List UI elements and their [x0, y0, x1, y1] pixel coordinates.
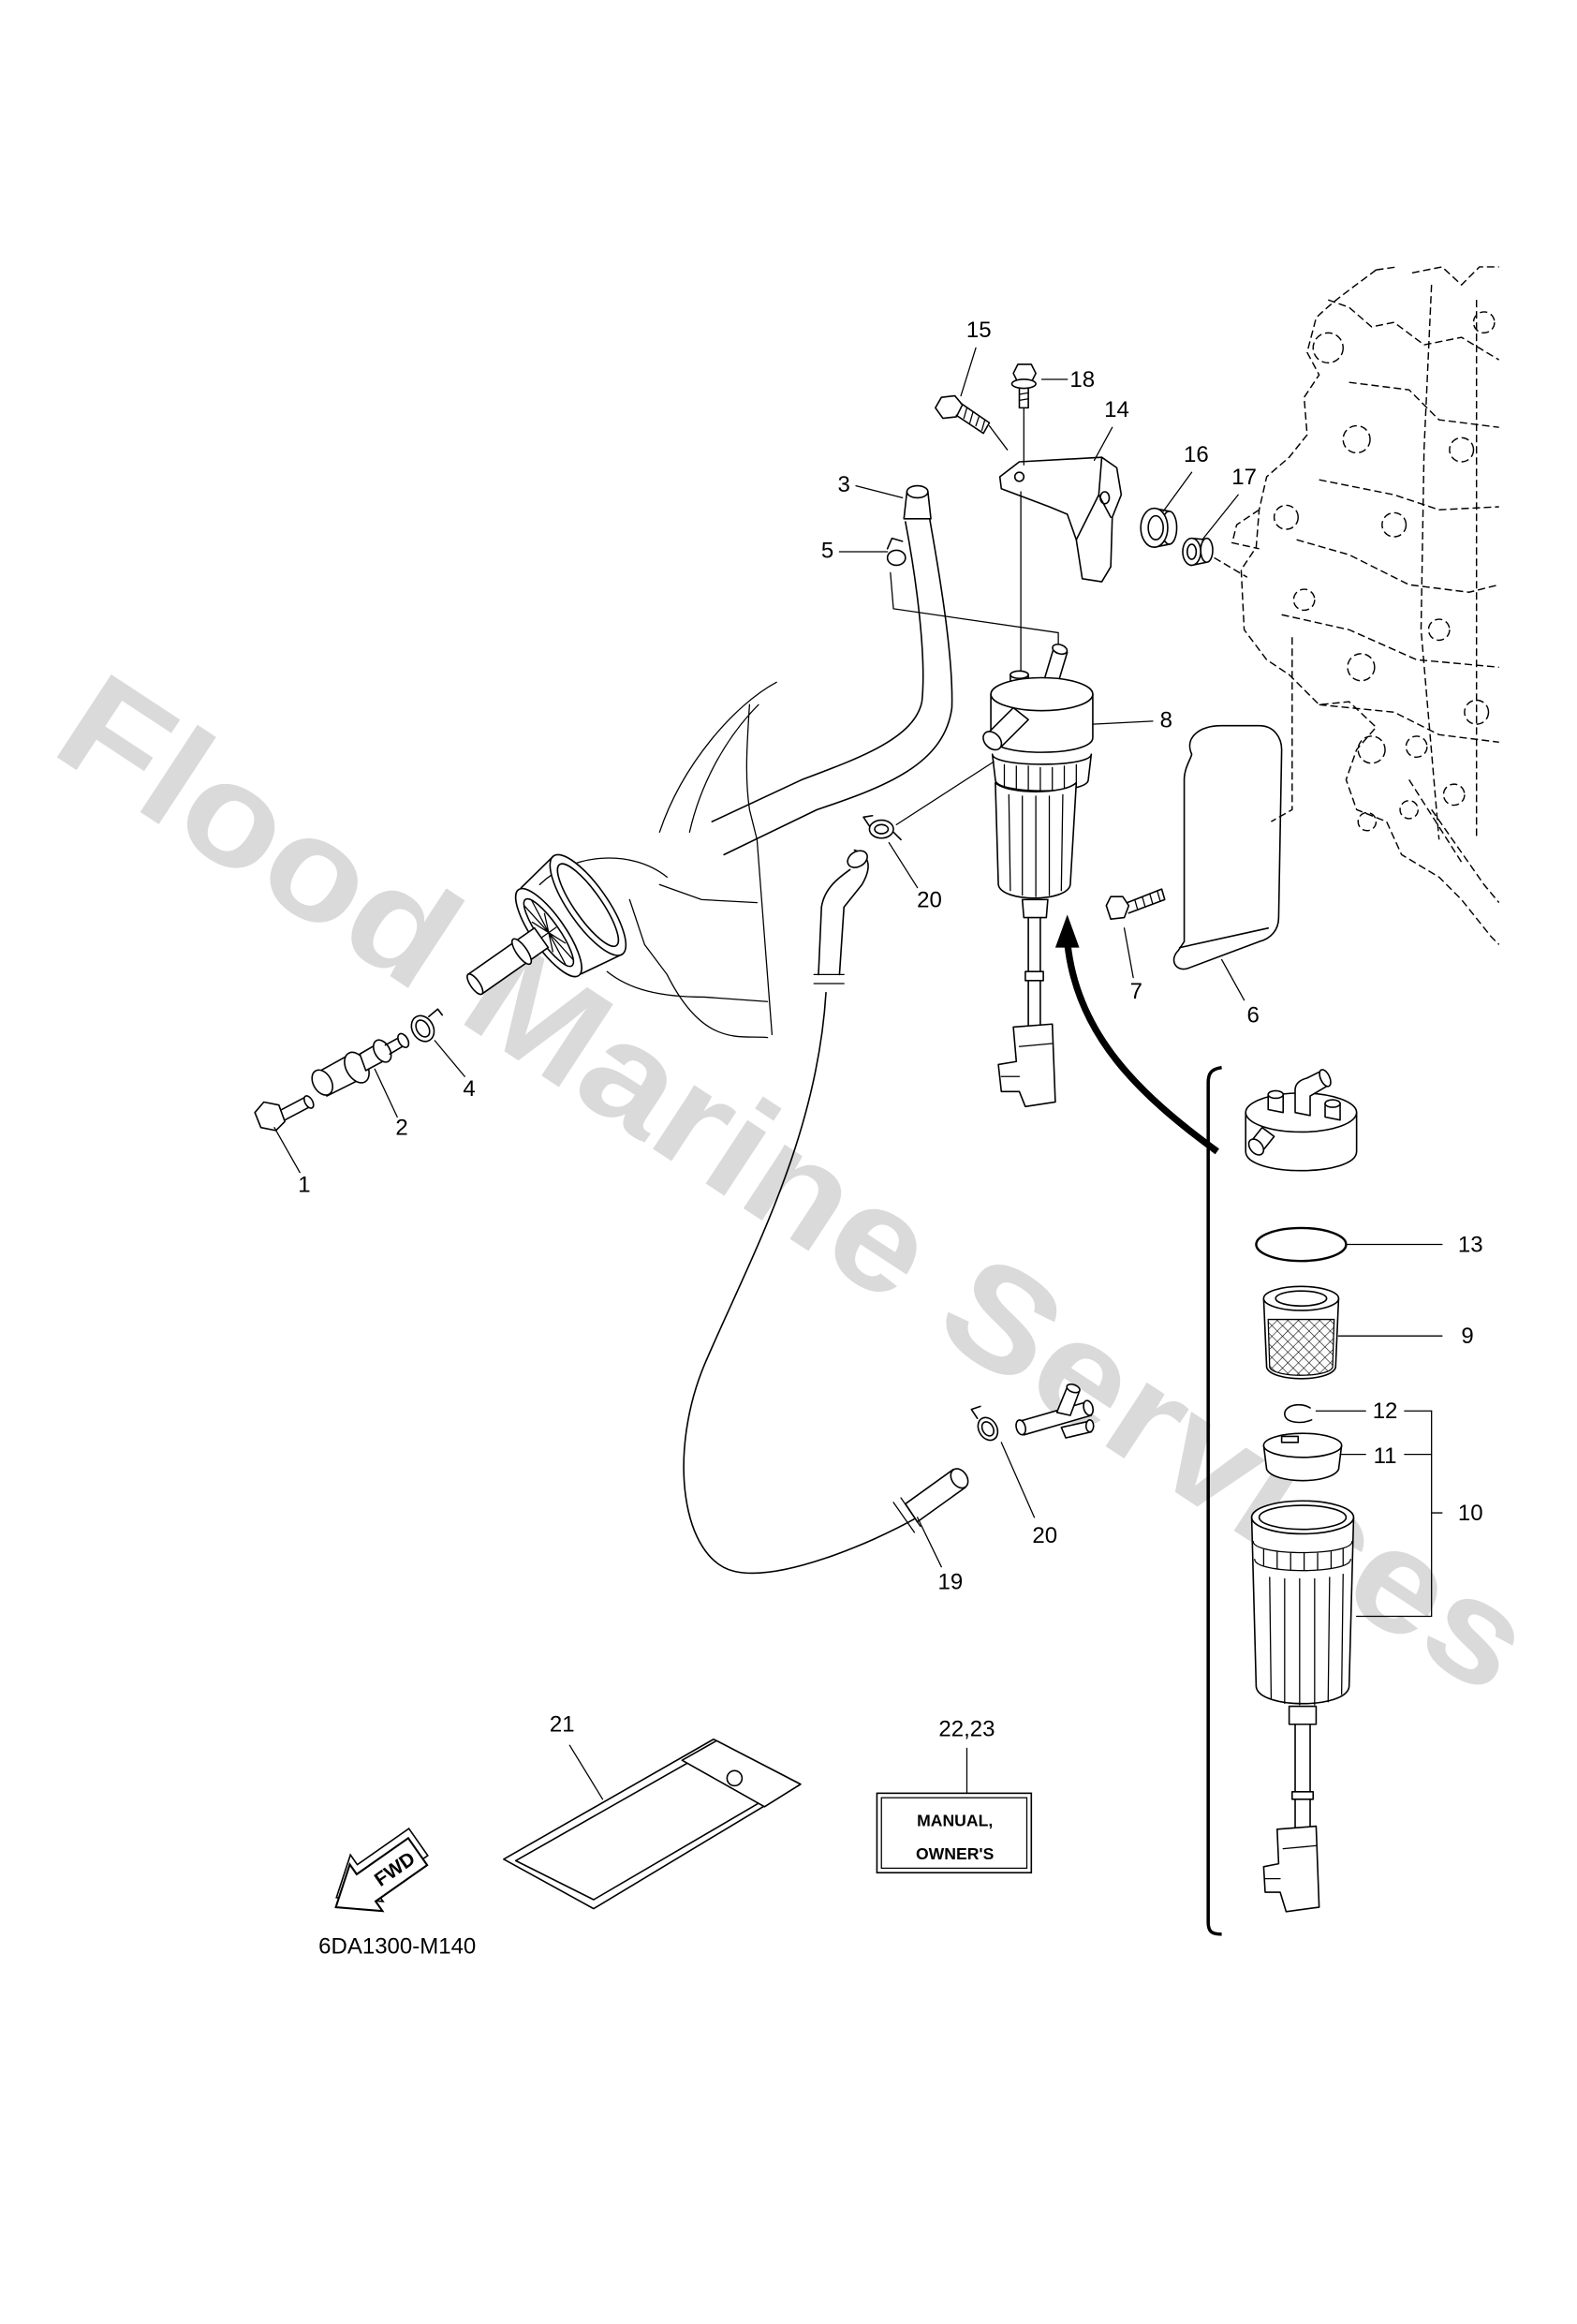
callout-10: 10 — [1458, 1501, 1483, 1526]
callout-1: 1 — [298, 1173, 310, 1198]
drain-plug — [254, 1095, 315, 1132]
hose-clip-20-lower — [970, 1405, 999, 1442]
filter-cover — [1172, 724, 1283, 970]
callout-8: 8 — [1160, 707, 1172, 733]
grommet — [1140, 507, 1178, 549]
callout-labels: 15 18 14 16 17 3 5 8 20 7 6 4 2 1 13 9 1… — [298, 318, 1482, 1741]
callout-6: 6 — [1247, 1003, 1260, 1029]
filter-bracket — [998, 456, 1123, 583]
callout-13: 13 — [1458, 1233, 1483, 1258]
callout-2: 2 — [395, 1116, 407, 1141]
assembly-line-collar — [1214, 556, 1248, 578]
callout-22-23: 22,23 — [938, 1717, 995, 1742]
fuel-joint-connector — [466, 853, 627, 996]
callout-21: 21 — [550, 1712, 575, 1738]
hose-fitting — [311, 1032, 410, 1097]
float — [1262, 1432, 1343, 1482]
fuel-hose-19 — [683, 849, 969, 1575]
callout-20-lower: 20 — [1032, 1523, 1057, 1548]
callout-5: 5 — [821, 538, 833, 563]
bolt-18 — [1010, 363, 1037, 409]
callout-12: 12 — [1373, 1399, 1398, 1424]
hose-clip — [410, 1008, 444, 1043]
fuel-hose-upper — [711, 516, 953, 856]
callout-18: 18 — [1069, 367, 1095, 392]
callout-20-upper: 20 — [917, 887, 942, 912]
manual-label-line1: MANUAL, — [917, 1812, 993, 1830]
manual-label-line2: OWNER'S — [916, 1844, 995, 1863]
callout-14: 14 — [1104, 397, 1129, 422]
callout-16: 16 — [1184, 442, 1209, 467]
assembly-line-bolt — [1020, 407, 1024, 675]
assembly-line-bolt15 — [988, 424, 1009, 451]
assembly-line-cover — [1271, 637, 1293, 822]
fuel-filter-assembly — [982, 644, 1094, 1108]
callout-9: 9 — [1461, 1324, 1473, 1349]
assembly-line-clip-upper — [895, 761, 995, 825]
assembly-line-clip — [890, 571, 1059, 652]
callout-11: 11 — [1374, 1443, 1397, 1469]
callout-3: 3 — [838, 472, 850, 497]
callout-15: 15 — [966, 318, 992, 343]
collar — [1182, 537, 1214, 567]
t-joint — [1015, 1383, 1095, 1439]
bolt-15 — [935, 394, 991, 435]
detail-bracket — [1206, 1065, 1222, 1936]
callout-19: 19 — [938, 1570, 964, 1595]
filter-bowl — [1250, 1500, 1355, 1913]
callout-7: 7 — [1130, 979, 1142, 1004]
owners-manual: MANUAL, OWNER'S — [876, 1792, 1033, 1874]
callout-4: 4 — [463, 1076, 475, 1102]
detail-arrow — [1054, 914, 1219, 1155]
filter-cap-detail — [1245, 1069, 1358, 1172]
engine-block-phantom — [1231, 266, 1500, 945]
float-clip — [1284, 1403, 1313, 1424]
callout-17: 17 — [1231, 465, 1257, 490]
hose-clip-20-upper — [862, 814, 902, 841]
bolt-7 — [1105, 888, 1166, 920]
engine-cowling-outline — [538, 681, 777, 1039]
hose-clip-5 — [886, 537, 906, 567]
callout-leaders — [273, 347, 1443, 1800]
hose-elbow — [903, 484, 932, 520]
filter-element — [1262, 1285, 1340, 1380]
diagram-code: 6DA1300-M140 — [318, 1934, 476, 1960]
o-ring — [1255, 1226, 1348, 1263]
tool-pouch — [503, 1738, 802, 1910]
